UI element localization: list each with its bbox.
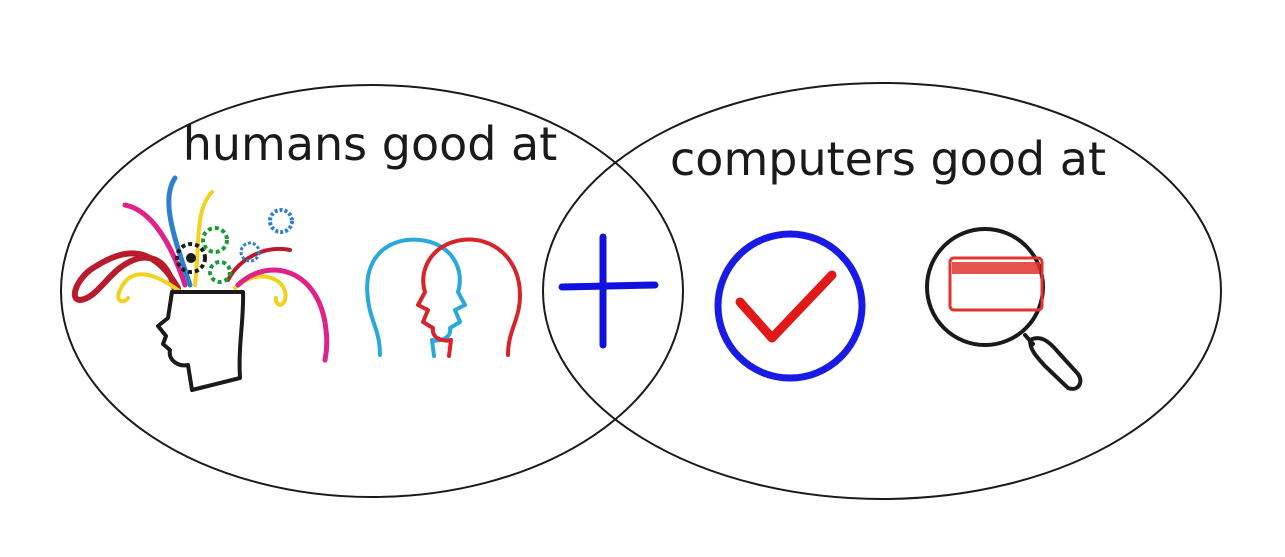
computers-label: computers good at — [670, 132, 1106, 186]
two-faces-empathy-icon — [365, 237, 522, 358]
creative-brainstorm-head-icon — [71, 175, 330, 392]
magnifier-search-icon — [925, 227, 1083, 391]
humans-label: humans good at — [183, 117, 558, 171]
computers-circle — [542, 82, 1222, 500]
humans-circle — [60, 84, 684, 498]
plus-icon — [558, 233, 659, 349]
checkmark-circle-icon — [714, 230, 866, 382]
